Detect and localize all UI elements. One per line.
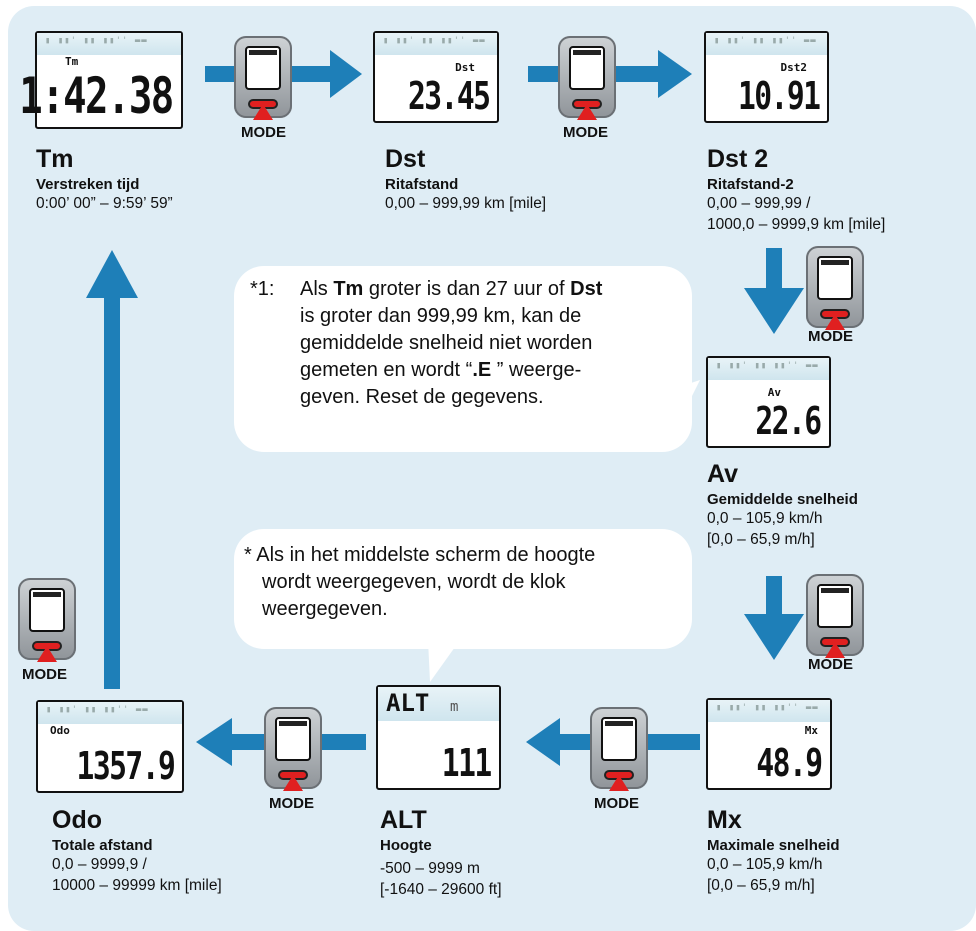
bubble-tail-1 [640,380,700,440]
arrow-head-av-mx [744,614,804,660]
device-mode-icon-4 [806,574,864,658]
mode-label: MODE [241,124,286,141]
note-bubble-1 [234,266,692,452]
screen-dst: ▮ ▮▮' ▮▮ ▮▮'' ▬▬ Dst 23.45 [373,31,499,123]
item-tm: Tm Verstreken tijd 0:00’ 00” – 9:59’ 59” [36,145,173,213]
mode-label: MODE [269,795,314,812]
arrow-head-dst2-av [744,288,804,334]
bubble-tail-2 [428,640,460,682]
screen-odo: ▮ ▮▮' ▮▮ ▮▮'' ▬▬ Odo 1357.9 [36,700,184,793]
screen-mx: ▮ ▮▮' ▮▮ ▮▮'' ▬▬ Mx 48.9 [706,698,832,790]
arrow-head-mx-alt [526,718,560,766]
arrow-head-odo-tm [86,250,138,298]
mode-label: MODE [808,656,853,673]
arrow-head-tm-dst [330,50,362,98]
item-odo: Odo Totale afstand 0,0 – 9999,9 / 10000 … [52,806,222,895]
note-1-text: Als Tm groter is dan 27 uur of Dst is gr… [300,278,603,408]
device-mode-icon-3 [806,246,864,330]
mode-label: MODE [563,124,608,141]
note-bubble-2 [234,529,692,649]
screen-tm: ▮ ▮▮' ▮▮ ▮▮'' ▬▬ Tm 1:42.38 [20,31,183,129]
item-dst: Dst Ritafstand 0,00 – 999,99 km [mile] [385,145,547,213]
item-av: Av Gemiddelde snelheid 0,0 – 105,9 km/h … [707,460,858,549]
device-mode-icon-7 [18,578,76,662]
mode-label: MODE [22,666,67,683]
item-mx: Mx Maximale snelheid 0,0 – 105,9 km/h [0… [707,806,840,895]
note-1-prefix: *1: [250,278,275,300]
arrow-head-dst-dst2 [658,50,692,98]
device-mode-icon-1 [234,36,292,120]
screen-alt: ALT m 111 [376,685,501,790]
device-mode-icon-2 [558,36,616,120]
note-2-text: * Als in het middelste scherm de hoogte … [244,544,596,620]
item-alt: ALT Hoogte -500 – 9999 m [-1640 – 29600 … [380,806,502,899]
device-mode-icon-6 [264,707,322,791]
mode-label: MODE [594,795,639,812]
mode-label: MODE [808,328,853,345]
device-mode-icon-5 [590,707,648,791]
arrow-head-alt-odo [196,718,232,766]
item-dst2: Dst 2 Ritafstand-2 0,00 – 999,99 / 1000,… [707,145,886,234]
screen-dst2: ▮ ▮▮' ▮▮ ▮▮'' ▬▬ Dst2 10.91 [704,31,829,123]
arrow-shaft-tm-dst [205,66,237,82]
screen-av: ▮ ▮▮' ▮▮ ▮▮'' ▬▬ Av 22.6 [706,356,831,448]
